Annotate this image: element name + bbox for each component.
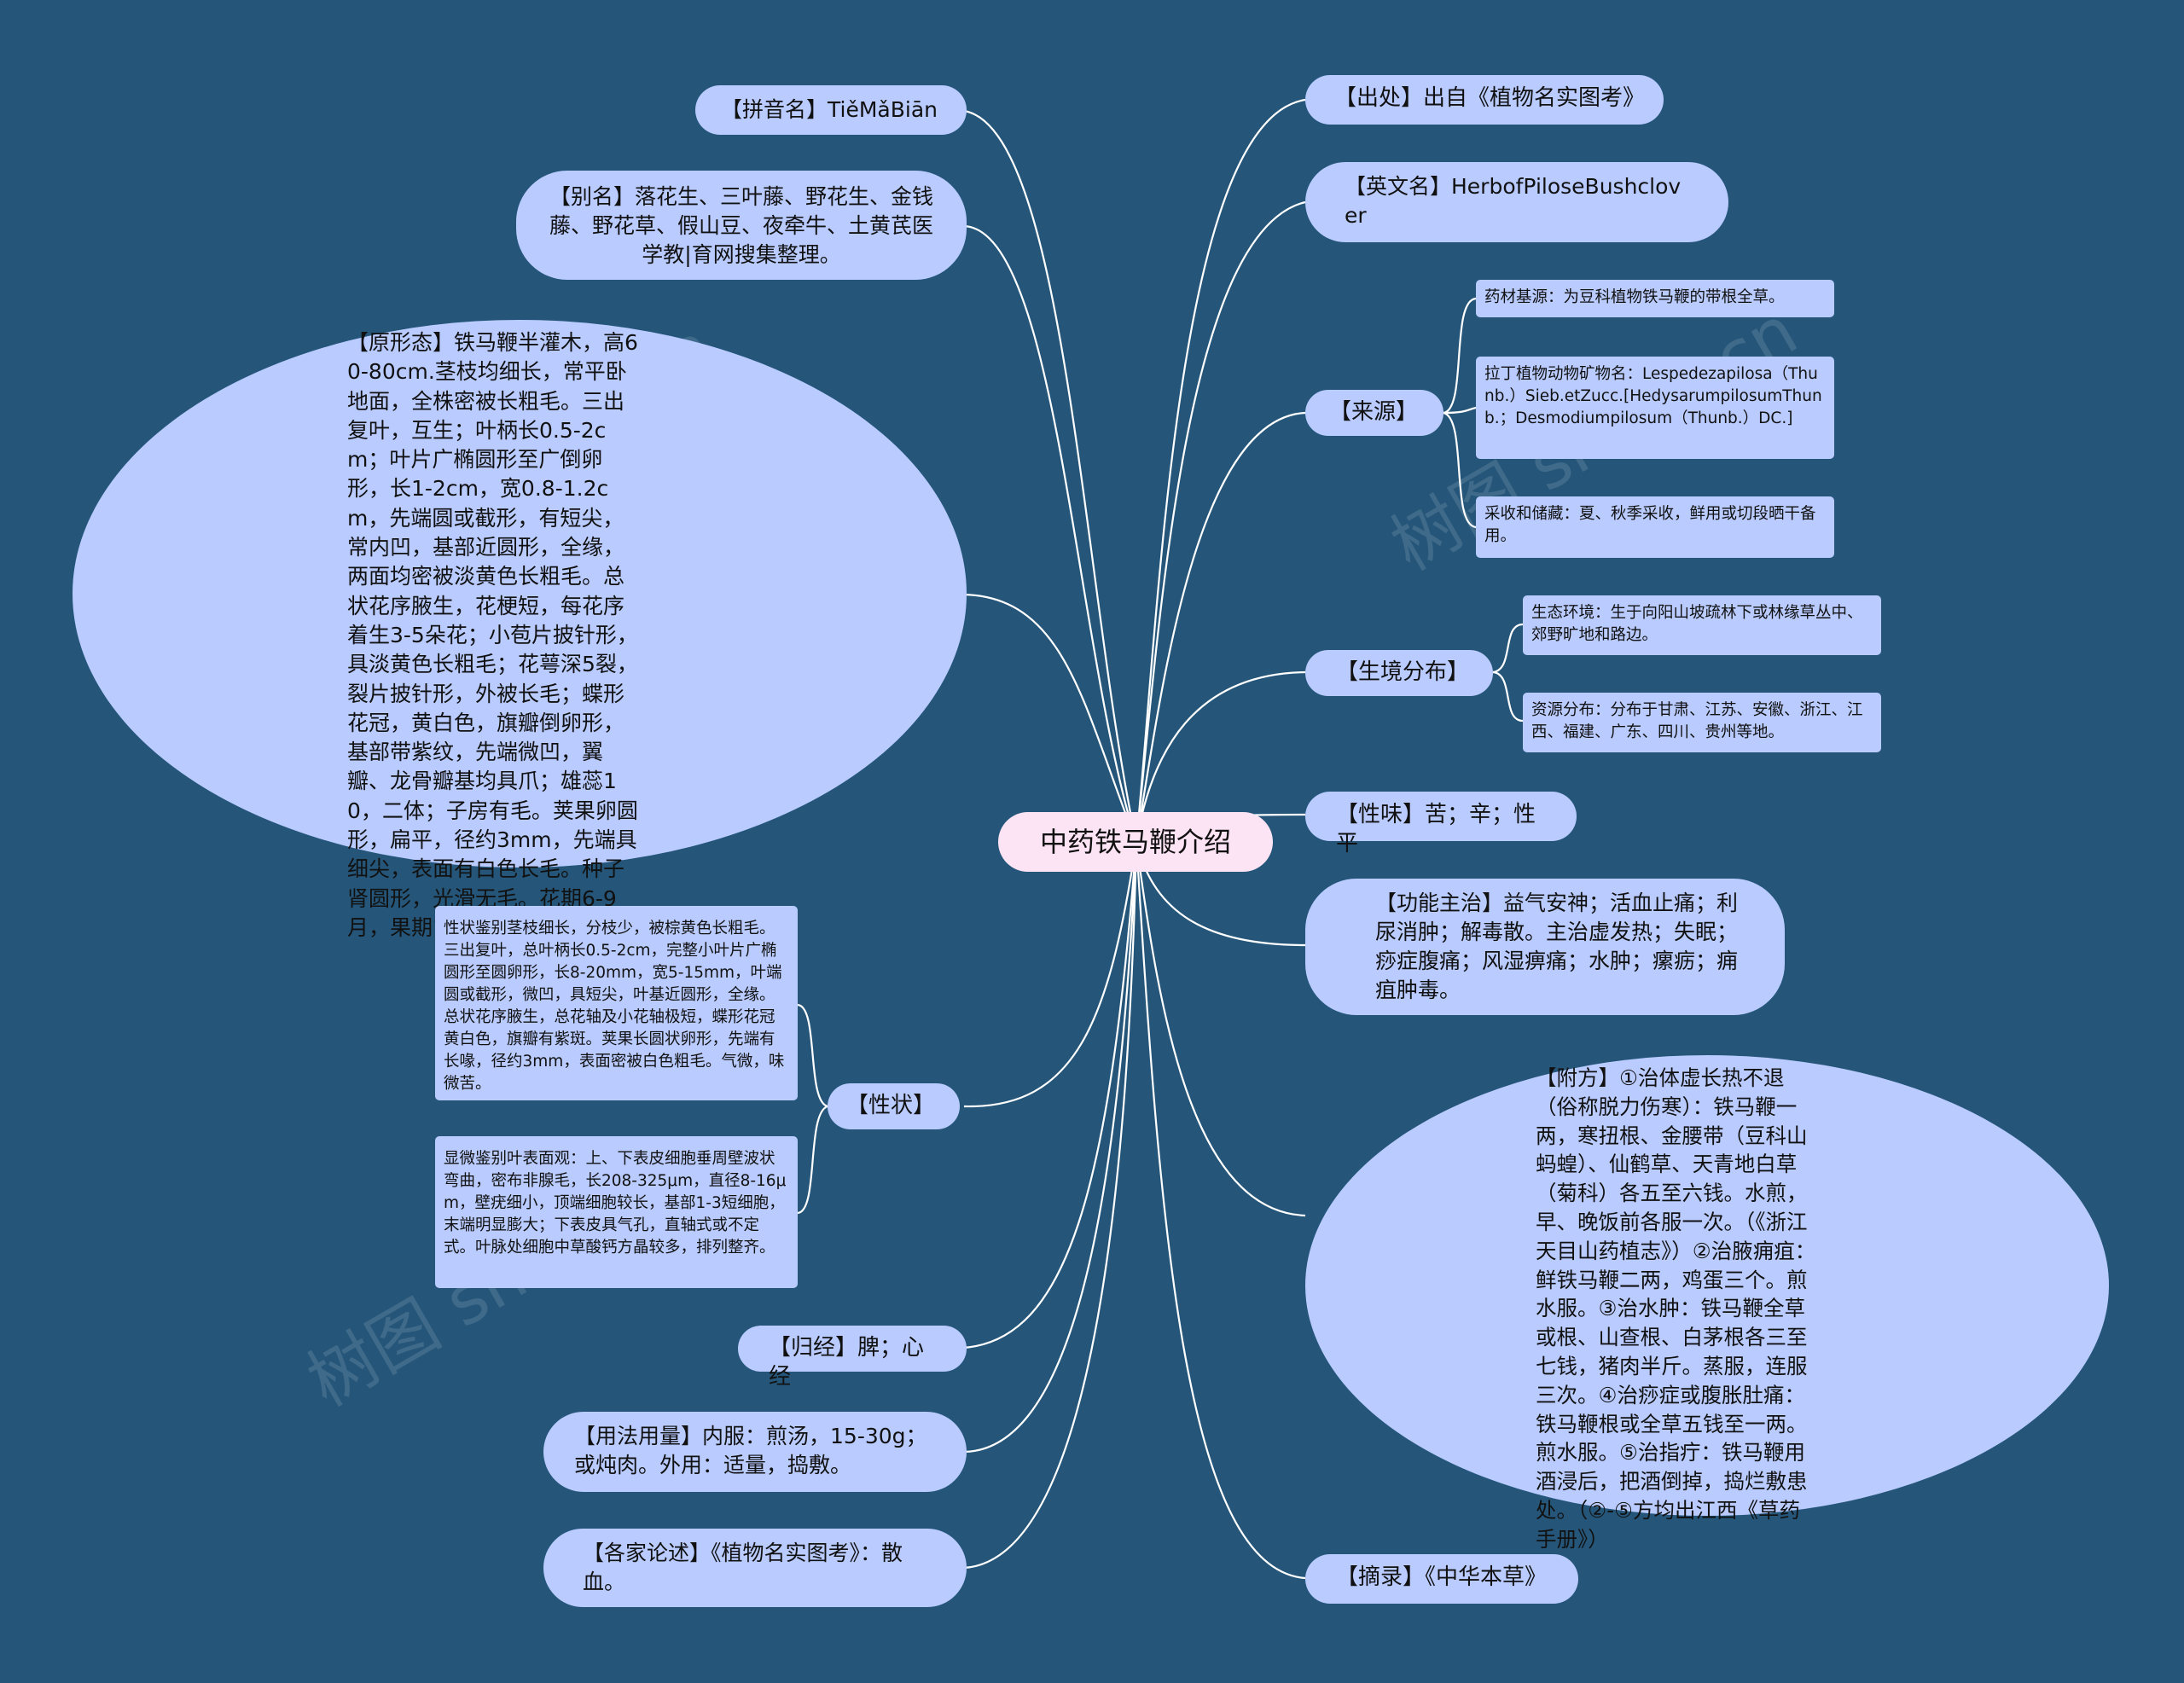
node-origin[interactable]: 【来源】 xyxy=(1305,390,1443,436)
link-prescription xyxy=(1135,841,1306,1217)
node-traits-leaf-2[interactable]: 显微鉴别叶表面观：上、下表皮细胞垂周壁波状弯曲，密布非腺毛，长208-325μm… xyxy=(435,1136,798,1288)
node-origin-leaf-2[interactable]: 拉丁植物动物矿物名：Lespedezapilosa（Thunb.）Sieb.et… xyxy=(1476,357,1834,459)
node-traits-leaf-1[interactable]: 性状鉴别茎枝细长，分枝少，被棕黄色长粗毛。三出复叶，总叶柄长0.5-2cm，完整… xyxy=(435,906,798,1100)
node-alias[interactable]: 【别名】落花生、三叶藤、野花生、金钱藤、野花草、假山豆、夜牵牛、土黄芪医学教|育… xyxy=(516,171,967,280)
link-origin-1 xyxy=(1443,297,1477,415)
node-excerpt[interactable]: 【摘录】《中华本草》 xyxy=(1305,1554,1578,1604)
node-usage[interactable]: 【用法用量】内服：煎汤，15-30g；或炖肉。外用：适量，捣敷。 xyxy=(543,1412,967,1492)
node-habitat-leaf-2[interactable]: 资源分布：分布于甘肃、江苏、安徽、浙江、江西、福建、广东、四川、贵州等地。 xyxy=(1523,693,1881,752)
node-function[interactable]: 【功能主治】益气安神；活血止痛；利尿消肿；解毒散。主治虚发热；失眠；痧症腹痛；风… xyxy=(1305,879,1785,1015)
link-origin-2 xyxy=(1443,406,1477,415)
node-traits[interactable]: 【性状】 xyxy=(828,1083,960,1129)
link-alias xyxy=(963,224,1138,843)
link-meridian xyxy=(963,841,1138,1349)
link-habitat xyxy=(1135,670,1306,843)
node-morphology[interactable]: 【原形态】铁马鞭半灌木，高60-80cm.茎枝均细长，常平卧地面，全株密被长粗毛… xyxy=(73,320,967,940)
node-meridian[interactable]: 【归经】脾；心经 xyxy=(738,1326,967,1390)
root-topic[interactable]: 中药铁马鞭介绍 xyxy=(998,812,1273,872)
link-traits xyxy=(963,841,1138,1108)
node-habitat-leaf-1[interactable]: 生态环境：生于向阳山坡疏林下或林缘草丛中、郊野旷地和路边。 xyxy=(1523,595,1881,655)
link-habitat-1 xyxy=(1492,623,1524,674)
node-habitat[interactable]: 【生境分布】 xyxy=(1305,650,1493,696)
link-discussion xyxy=(963,841,1138,1570)
link-english xyxy=(1135,200,1306,843)
node-nature[interactable]: 【性味】苦；辛；性平 xyxy=(1305,792,1577,856)
link-morphology xyxy=(963,593,1138,843)
link-habitat-2 xyxy=(1492,670,1524,723)
link-source xyxy=(1135,98,1306,843)
node-discussion[interactable]: 【各家论述】《植物名实图考》：散血。 xyxy=(543,1529,967,1607)
node-pinyin[interactable]: 【拼音名】TiěMǎBiān xyxy=(695,85,967,135)
link-pinyin xyxy=(963,109,1138,843)
node-origin-leaf-3[interactable]: 采收和储藏：夏、秋季采收，鲜用或切段晒干备用。 xyxy=(1476,496,1834,558)
node-source[interactable]: 【出处】出自《植物名实图考》 xyxy=(1305,75,1664,125)
node-english[interactable]: 【英文名】HerbofPiloseBushclover xyxy=(1305,162,1728,242)
node-origin-leaf-1[interactable]: 药材基源：为豆科植物铁马鞭的带根全草。 xyxy=(1476,280,1834,317)
link-origin xyxy=(1135,411,1306,843)
node-prescription[interactable]: 【附方】①治体虚长热不退（俗称脱力伤寒）：铁马鞭一两，寒扭根、金腰带（豆科山蚂蝗… xyxy=(1305,1055,2109,1552)
link-traits-1 xyxy=(797,1003,828,1108)
link-excerpt xyxy=(1135,841,1306,1580)
link-origin-3 xyxy=(1443,411,1477,529)
link-usage xyxy=(963,841,1138,1454)
link-traits-2 xyxy=(797,1105,828,1215)
